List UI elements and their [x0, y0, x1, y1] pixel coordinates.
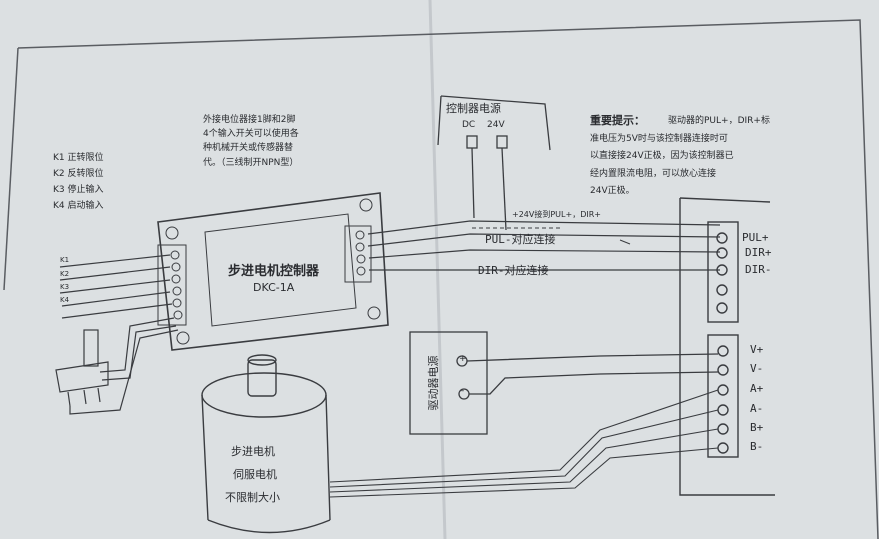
wire-label-k3: K3 — [60, 283, 70, 291]
notice-line2: 准电压为5V时与该控制器连接时可 — [590, 134, 728, 144]
power-supply-title: 控制器电源 — [446, 102, 501, 115]
terminal-dir-plus: DIR+ — [745, 246, 772, 259]
input-label-k2: K2 反转限位 — [53, 169, 104, 179]
potentiometer — [55, 317, 179, 415]
wire-label-k4: K4 — [60, 296, 70, 304]
wire-label-k2: K2 — [60, 270, 70, 278]
motor-line2: 伺服电机 — [233, 468, 277, 481]
power-supply-voltage: 24V — [487, 120, 505, 130]
terminal-a-minus: A- — [750, 402, 764, 415]
terminal-a-plus: A+ — [750, 382, 764, 395]
terminal-pul-plus: PUL+ — [742, 231, 769, 244]
notice-title: 重要提示： — [590, 114, 645, 127]
driver-box — [679, 197, 775, 496]
driver-power-supply — [409, 331, 719, 435]
notice-line1: 驱动器的PUL+，DIR+标 — [668, 116, 770, 126]
external-note-line4: 代。（三线制开NPN型） — [203, 158, 299, 168]
driver-power-label: 驱动器电源 — [427, 355, 440, 411]
controller-board — [157, 192, 389, 351]
power-supply-dc: DC — [462, 120, 476, 130]
notice-line5: 24V正极。 — [590, 186, 635, 196]
terminal-v-plus: V+ — [750, 343, 764, 356]
power-supply-box — [437, 95, 551, 231]
terminal-b-minus: B- — [750, 440, 764, 453]
driver-power-plus: + — [459, 354, 467, 364]
wire-label-k1: K1 — [60, 256, 70, 264]
dir-connection-label: DIR-对应连接 — [478, 264, 549, 277]
controller-model: DKC-1A — [253, 281, 295, 294]
driver-power-minus: - — [461, 386, 465, 396]
motor-wires — [329, 389, 719, 498]
external-note-line3: 种机械开关或传感器替 — [203, 143, 294, 153]
page-border — [17, 19, 879, 539]
terminal-b-plus: B+ — [750, 421, 764, 434]
signal-wires — [367, 220, 721, 271]
terminal-v-minus: V- — [750, 362, 764, 375]
motor — [201, 354, 331, 534]
motor-line3: 不限制大小 — [225, 491, 280, 504]
input-label-k3: K3 停止输入 — [53, 185, 104, 195]
controller-name: 步进电机控制器 — [228, 264, 320, 279]
notice-line3: 以直接接24V正极，因为该控制器已 — [590, 151, 734, 161]
motor-line1: 步进电机 — [231, 445, 275, 458]
input-label-k1: K1 正转限位 — [53, 153, 104, 163]
external-note-line1: 外接电位器接1脚和2脚 — [203, 115, 296, 125]
plus24-connection-label: +24V接到PUL+，DIR+ — [512, 210, 601, 219]
input-wires — [59, 254, 173, 319]
notice-line4: 经内置限流电阻，可以放心连接 — [590, 169, 717, 179]
external-note-line2: 4个输入开关可以使用各 — [203, 129, 299, 139]
input-label-k4: K4 启动输入 — [53, 201, 104, 211]
terminal-dir-minus: DIR- — [745, 263, 772, 276]
pul-connection-label: PUL-对应连接 — [485, 233, 556, 246]
